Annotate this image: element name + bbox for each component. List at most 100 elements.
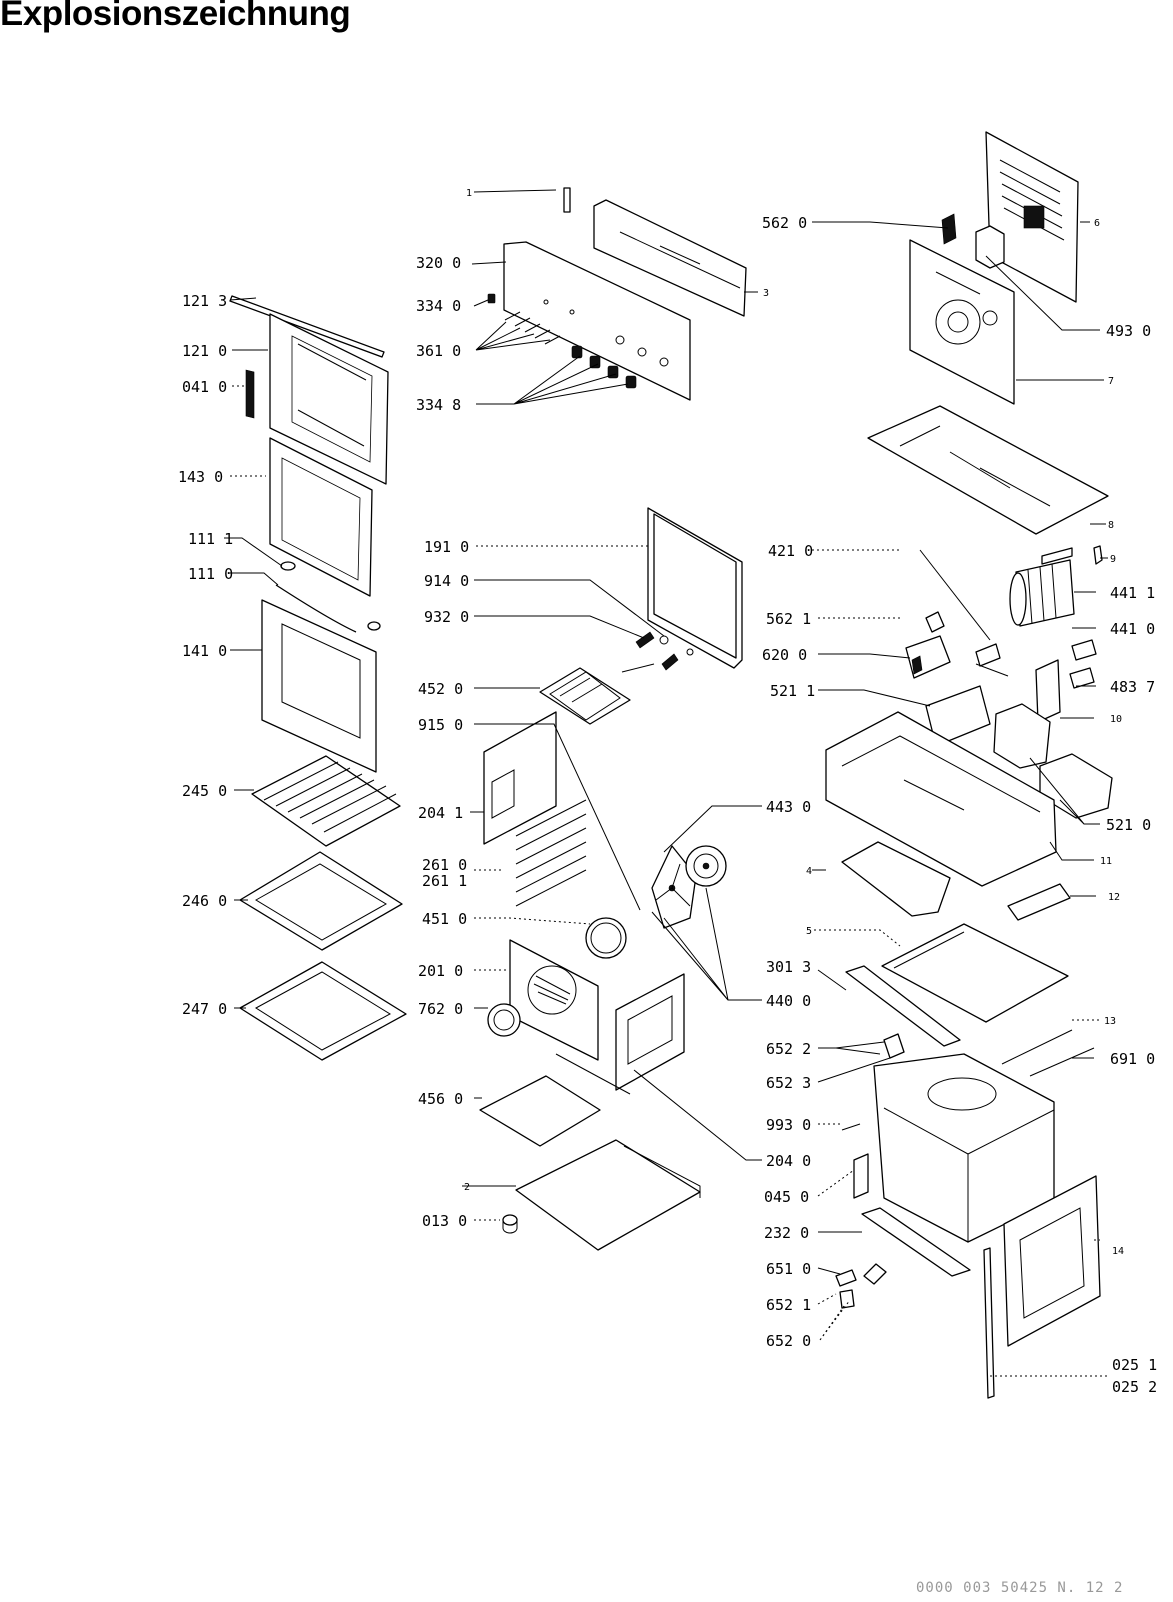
part-label-456-0: 456 0	[418, 1090, 463, 1108]
part-label-451-0: 451 0	[422, 910, 467, 928]
shelf-guides	[515, 799, 587, 907]
back-panel	[985, 131, 1079, 303]
leader-lines	[224, 189, 1110, 1377]
wire-rack	[251, 755, 401, 847]
part-label-301-3: 301 3	[766, 958, 811, 976]
part-label-041-0: 041 0	[182, 378, 227, 396]
part-label-121-0: 121 0	[182, 342, 227, 360]
part-label-914-0: 914 0	[424, 572, 469, 590]
part-label-025-1: 025 1	[1112, 1356, 1157, 1374]
part-label-245-0: 245 0	[182, 782, 227, 800]
relay-module-1	[993, 703, 1051, 769]
cooling-air-duct	[1007, 883, 1071, 921]
lamp-glass	[835, 1263, 887, 1309]
document-reference: 0000 003 50425 N. 12 2	[916, 1580, 1124, 1596]
part-label-620-0: 620 0	[762, 646, 807, 664]
rear-wall-panel	[909, 239, 1015, 405]
door-front-panel	[261, 599, 377, 773]
part-label-2: 2	[464, 1182, 470, 1193]
grill-element	[539, 631, 694, 725]
part-label-7: 7	[1108, 376, 1114, 387]
part-label-111-0: 111 0	[188, 565, 233, 583]
part-label-993-0: 993 0	[766, 1116, 811, 1134]
front-frame-strip	[861, 1207, 971, 1277]
part-label-443-0: 443 0	[766, 798, 811, 816]
part-label-204-1: 204 1	[418, 804, 463, 822]
side-heating-panel	[615, 973, 685, 1091]
fan-motor	[685, 845, 727, 887]
part-label-201-0: 201 0	[418, 962, 463, 980]
outer-door-frame	[269, 313, 389, 485]
part-label-483-7: 483 7	[1110, 678, 1155, 696]
part-label-320-0: 320 0	[416, 254, 461, 272]
part-label-246-0: 246 0	[182, 892, 227, 910]
control-panel-fascia	[503, 241, 691, 401]
part-label-14: 14	[1112, 1246, 1124, 1257]
part-label-652-2: 652 2	[766, 1040, 811, 1058]
part-label-652-1: 652 1	[766, 1296, 811, 1314]
oven-lamp-rod	[1001, 1029, 1095, 1077]
switch-mount	[925, 611, 945, 633]
side-rail-strip	[845, 965, 961, 1047]
door-hinge-part	[245, 369, 255, 419]
part-label-6: 6	[1094, 218, 1100, 229]
part-label-691-0: 691 0	[1110, 1050, 1155, 1068]
selector-switch	[905, 635, 951, 679]
part-label-204-0: 204 0	[766, 1152, 811, 1170]
part-label-334-8: 334 8	[416, 396, 461, 414]
part-label-121-3: 121 3	[182, 292, 227, 310]
oven-door-seal	[647, 507, 743, 669]
bottom-plate	[515, 1139, 701, 1251]
part-label-232-0: 232 0	[764, 1224, 809, 1242]
part-label-652-3: 652 3	[766, 1074, 811, 1092]
door-seal-strip	[229, 295, 385, 358]
part-label-261-0: 261 0	[422, 856, 467, 874]
fan-cover-plate	[483, 711, 557, 845]
part-label-493-0: 493 0	[1106, 322, 1151, 340]
switch-bracket-plate	[1035, 659, 1061, 723]
part-label-521-1: 521 1	[770, 682, 815, 700]
ventilation-duct	[841, 841, 951, 917]
part-label-12: 12	[1108, 892, 1120, 903]
lamp-holders	[1069, 639, 1097, 689]
part-label-652-0: 652 0	[766, 1332, 811, 1350]
foot-cap	[502, 1214, 518, 1234]
bottom-heating-element	[479, 1053, 631, 1147]
part-label-261-1: 261 1	[422, 872, 467, 890]
part-label-361-0: 361 0	[416, 342, 461, 360]
screw	[841, 1123, 861, 1131]
part-label-452-0: 452 0	[418, 680, 463, 698]
part-label-762-0: 762 0	[418, 1000, 463, 1018]
part-label-013-0: 013 0	[422, 1212, 467, 1230]
part-label-5: 5	[806, 926, 812, 937]
part-label-10: 10	[1110, 714, 1122, 725]
part-label-521-0: 521 0	[1106, 816, 1151, 834]
part-label-247-0: 247 0	[182, 1000, 227, 1018]
baking-tray	[239, 851, 403, 951]
part-label-3: 3	[763, 288, 769, 299]
part-labels: 1 3 320 0 334 0 361 0 334 8 121 3 121 0 …	[178, 188, 1157, 1396]
side-door-panel	[1003, 1175, 1101, 1347]
part-label-932-0: 932 0	[424, 608, 469, 626]
fan-grille-disc	[487, 1003, 521, 1037]
oven-muffle-cavity	[873, 1053, 1055, 1243]
outer-casing-frame	[825, 711, 1057, 887]
part-label-143-0: 143 0	[178, 468, 223, 486]
hinge-bracket	[853, 1153, 869, 1199]
drip-pan	[239, 961, 407, 1061]
part-label-045-0: 045 0	[764, 1188, 809, 1206]
part-label-334-0: 334 0	[416, 297, 461, 315]
part-label-191-0: 191 0	[424, 538, 469, 556]
small-clip	[1093, 545, 1103, 565]
control-knobs	[487, 293, 637, 389]
part-label-441-1: 441 1	[1110, 584, 1155, 602]
part-label-8: 8	[1108, 520, 1114, 531]
thermal-fuse	[883, 1033, 905, 1059]
part-label-111-1: 111 1	[188, 530, 233, 548]
base-plate	[881, 923, 1069, 1023]
top-cover-panel	[867, 405, 1109, 535]
part-label-11: 11	[1100, 856, 1112, 867]
part-label-421-0: 421 0	[768, 542, 813, 560]
door-handle-bracket	[275, 561, 381, 633]
part-label-441-0: 441 0	[1110, 620, 1155, 638]
